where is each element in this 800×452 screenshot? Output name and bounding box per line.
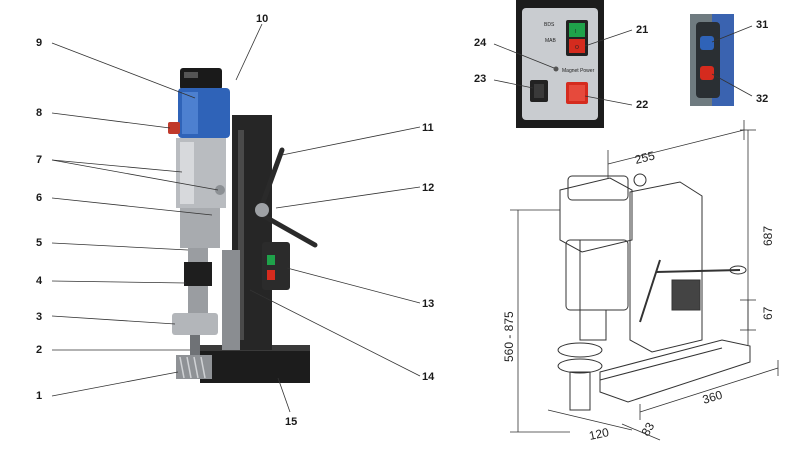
drawing-spindle <box>579 309 607 341</box>
callout-23: 23 <box>474 73 486 85</box>
callout-12: 12 <box>422 182 434 194</box>
magnet-base <box>200 345 310 383</box>
guide-rail <box>222 250 240 350</box>
callout-leaders-panel <box>493 29 633 106</box>
dim-stroke: 67 <box>761 306 775 320</box>
dim-base-length: 360 <box>701 388 725 407</box>
dimension-drawing <box>557 173 751 411</box>
callout-24: 24 <box>474 37 487 49</box>
arbor-support <box>172 313 218 335</box>
callout-3: 3 <box>36 311 42 323</box>
motor-off-label: O <box>575 45 579 51</box>
gear-knob <box>215 185 225 195</box>
callout-leaders-switch <box>711 25 753 97</box>
pilot-pin <box>190 335 200 355</box>
control-box <box>262 242 290 290</box>
callout-4: 4 <box>36 275 43 287</box>
dim-base-width: 120 <box>588 425 611 443</box>
motor-on-button <box>569 23 585 37</box>
spindle-housing <box>180 208 220 248</box>
callout-21: 21 <box>636 24 648 36</box>
callout-14: 14 <box>422 371 435 383</box>
callout-numbers-left: 1 2 3 4 5 6 7 8 9 10 11 12 13 14 15 <box>36 13 435 428</box>
motor-on-label: I <box>575 29 576 35</box>
drawing-gearbox <box>565 239 629 311</box>
magnet-power-label: Magnet Power <box>562 68 595 74</box>
callout-11: 11 <box>422 122 434 134</box>
dim-height: 687 <box>761 226 775 246</box>
callout-32: 32 <box>756 93 768 105</box>
speed-down-button <box>700 66 714 80</box>
motor-off-button <box>569 39 585 53</box>
panel-model: MAB <box>545 38 557 44</box>
drawing-column <box>629 181 703 353</box>
dimension-labels: 255 687 67 560 - 875 360 120 83 <box>502 148 775 443</box>
callout-15: 15 <box>285 416 297 428</box>
drawing-motor <box>559 177 633 253</box>
drawing-base <box>599 339 751 403</box>
callout-10: 10 <box>256 13 268 25</box>
dimension-lines <box>510 120 779 441</box>
dim-width: 255 <box>633 148 656 167</box>
dim-base-height: 560 - 875 <box>502 311 516 362</box>
indicator-light <box>553 66 559 72</box>
callout-5: 5 <box>36 237 42 249</box>
callout-9: 9 <box>36 37 42 49</box>
callout-2: 2 <box>36 344 42 356</box>
motor-cap <box>180 68 222 90</box>
drill-illustration <box>168 68 318 383</box>
callout-1: 1 <box>36 390 42 402</box>
speed-selector <box>168 122 180 134</box>
callout-numbers-switch: 31 32 <box>756 19 768 105</box>
callout-22: 22 <box>636 99 648 111</box>
callout-31: 31 <box>756 19 768 31</box>
control-panel-detail: BDS MAB I O Magnet Power <box>516 0 604 128</box>
speed-up-button <box>700 36 714 50</box>
callout-6: 6 <box>36 192 42 204</box>
callout-numbers-panel: 24 23 21 22 <box>474 24 648 111</box>
callout-8: 8 <box>36 107 42 119</box>
callout-leaders-left <box>51 23 421 413</box>
dim-offset: 83 <box>638 420 657 439</box>
feed-handle <box>259 147 285 208</box>
callout-7: 7 <box>36 154 42 166</box>
panel-brand: BDS <box>544 22 555 28</box>
callout-13: 13 <box>422 298 434 310</box>
side-switch-detail <box>690 14 734 106</box>
